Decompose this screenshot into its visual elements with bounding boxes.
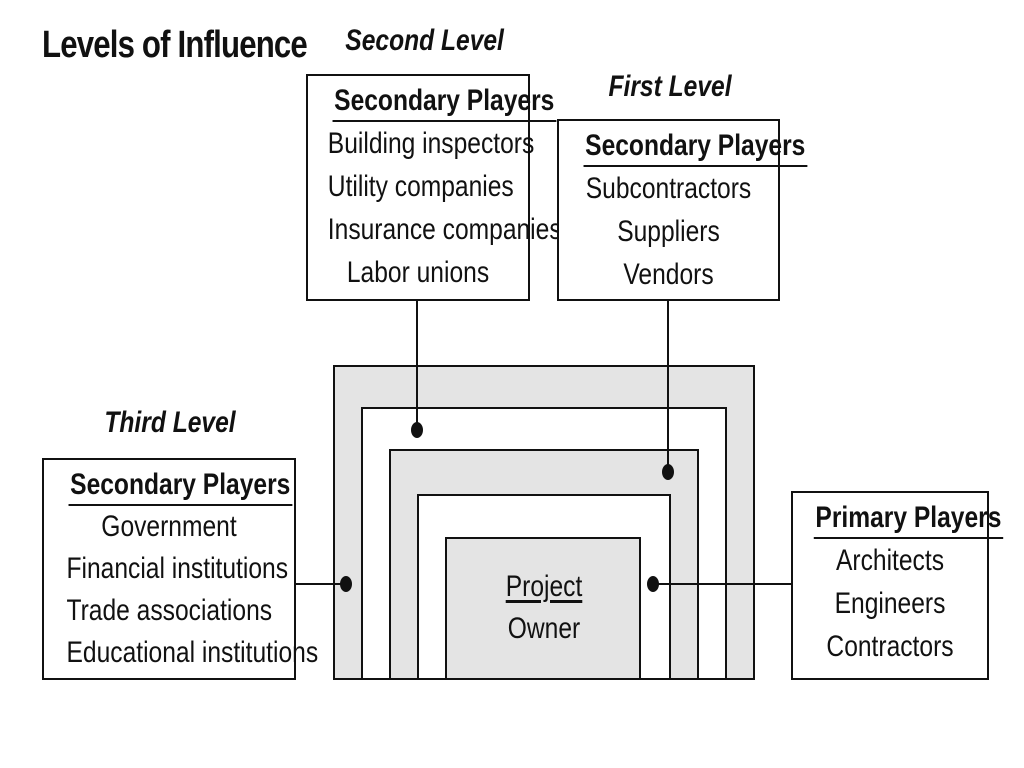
inner-ring-first-level (445, 537, 641, 680)
third-level-box: Secondary Players Government Financial i… (42, 458, 319, 680)
list-item: Architects (835, 544, 945, 577)
second-level-player-list: Building inspectors Utility companies In… (308, 122, 562, 294)
primary-players-box: Primary Players Architects Engineers Con… (791, 491, 1004, 680)
third-level-connector-dot (340, 576, 352, 592)
primary-connector-dot (647, 576, 659, 592)
list-item: Contractors (826, 630, 954, 663)
list-item: Educational institutions (66, 636, 319, 669)
list-item: Building inspectors (327, 127, 535, 160)
third-level-box-heading: Secondary Players (68, 468, 292, 506)
list-item: Suppliers (617, 215, 720, 248)
list-item: Labor unions (346, 256, 490, 289)
first-level-player-list: Subcontractors Suppliers Vendors (559, 167, 778, 296)
list-item: Financial institutions (66, 552, 289, 585)
first-level-box-heading: Secondary Players (583, 129, 807, 167)
page-title: Levels of Influence (42, 24, 308, 66)
third-level-label: Third Level (104, 406, 236, 439)
second-level-label: Second Level (345, 24, 504, 57)
primary-players-box-heading: Primary Players (813, 501, 1004, 539)
list-item: Insurance companies (327, 213, 562, 246)
second-level-box-heading: Secondary Players (332, 84, 556, 122)
first-level-label: First Level (608, 70, 732, 103)
first-level-connector-dot (662, 464, 674, 480)
primary-player-list: Architects Engineers Contractors (793, 539, 987, 668)
project-owner-line1: Project (505, 570, 583, 603)
project-owner-label: Project Owner (470, 566, 618, 650)
list-item: Vendors (623, 258, 714, 291)
list-item: Government (101, 510, 237, 543)
second-level-connector-dot (411, 422, 423, 438)
second-level-box: Secondary Players Building inspectors Ut… (306, 74, 562, 301)
list-item: Utility companies (327, 170, 514, 203)
list-item: Subcontractors (585, 172, 752, 205)
first-level-box: Secondary Players Subcontractors Supplie… (557, 119, 807, 301)
list-item: Engineers (834, 587, 946, 620)
list-item: Trade associations (66, 594, 273, 627)
third-level-player-list: Government Financial institutions Trade … (44, 506, 319, 674)
project-owner-line2: Owner (507, 612, 581, 645)
